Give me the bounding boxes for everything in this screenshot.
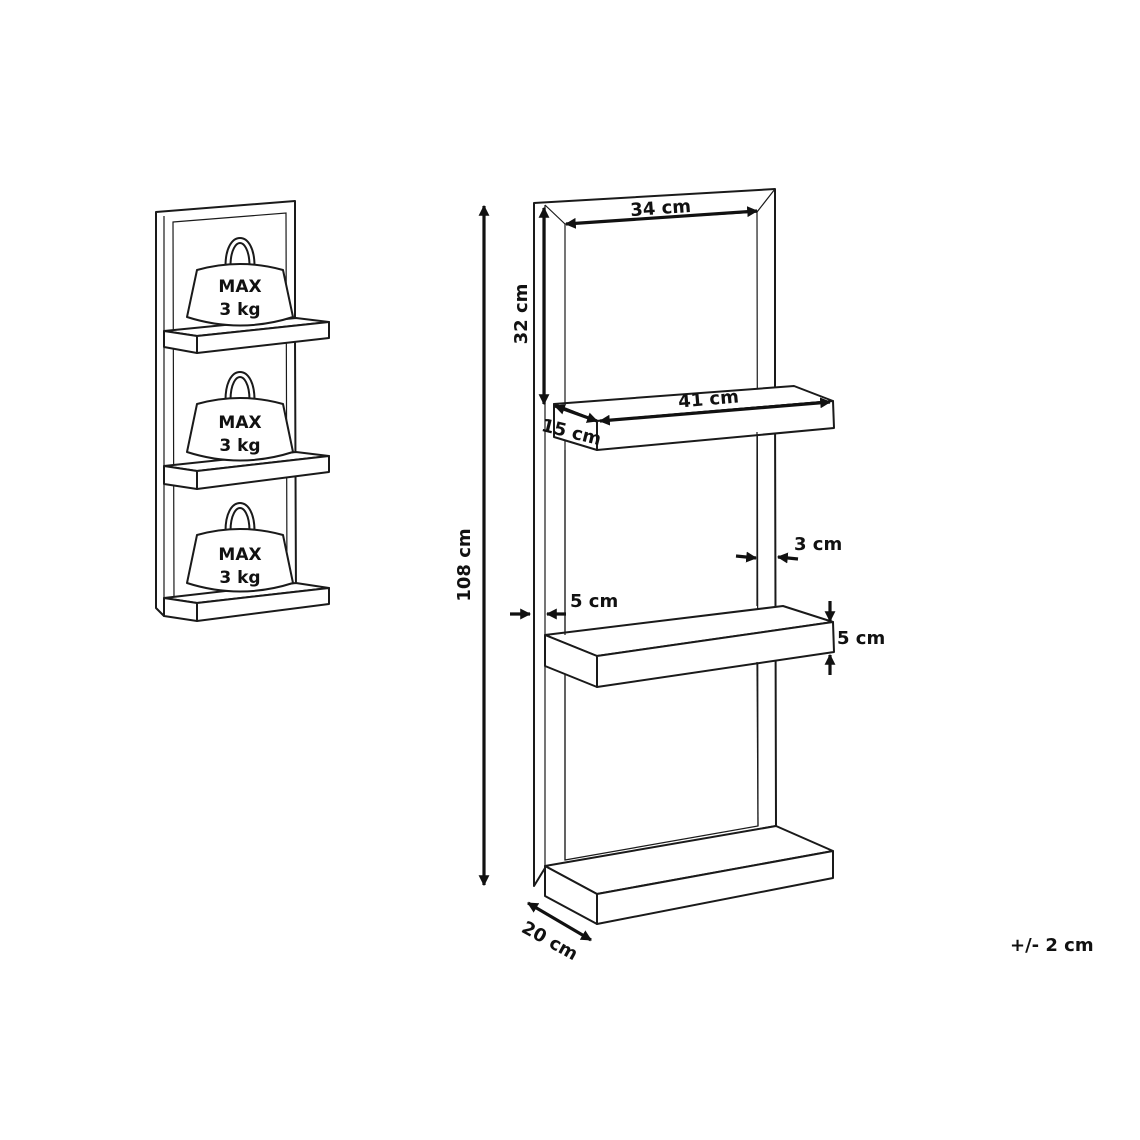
small-shelf-3 bbox=[163, 582, 330, 622]
label-frame-inner: 3 cm bbox=[794, 534, 842, 555]
weight-label-max: MAX bbox=[218, 277, 261, 297]
small-shelf-1 bbox=[163, 317, 330, 354]
dim-shelf-width-arrow bbox=[598, 397, 832, 426]
weight-icon-1: MAX 3 kg bbox=[186, 237, 294, 327]
dim-base-depth-arrow bbox=[527, 901, 592, 942]
weight-label-max: MAX bbox=[218, 545, 261, 565]
label-frame-side: 5 cm bbox=[570, 591, 618, 612]
label-base-depth: 20 cm bbox=[518, 917, 581, 965]
label-top-gap: 32 cm bbox=[511, 284, 532, 345]
large-frame bbox=[533, 188, 777, 887]
dim-shelf-depth-arrow bbox=[553, 404, 599, 423]
small-shelf-view: MAX 3 kg MAX 3 kg MAX 3 kg bbox=[155, 200, 330, 622]
weight-icon-3: MAX 3 kg bbox=[186, 502, 294, 593]
tolerance-note: +/- 2 cm bbox=[1010, 935, 1094, 956]
large-shelf-base bbox=[544, 825, 834, 925]
weight-label-kg: 3 kg bbox=[219, 568, 260, 588]
weight-label-kg: 3 kg bbox=[219, 300, 260, 320]
weight-label-kg: 3 kg bbox=[219, 436, 260, 456]
label-shelf-thickness: 5 cm bbox=[837, 628, 885, 649]
weight-label-max: MAX bbox=[218, 413, 261, 433]
label-top-width: 34 cm bbox=[630, 196, 692, 221]
weight-icon-2: MAX 3 kg bbox=[186, 371, 294, 462]
dim-inner-left-arrow bbox=[735, 551, 758, 563]
dim-inner-right-arrow bbox=[776, 552, 799, 564]
dimension-lines bbox=[478, 204, 836, 942]
label-total-height: 108 cm bbox=[454, 528, 475, 601]
dim-top-width-arrow bbox=[564, 206, 759, 229]
